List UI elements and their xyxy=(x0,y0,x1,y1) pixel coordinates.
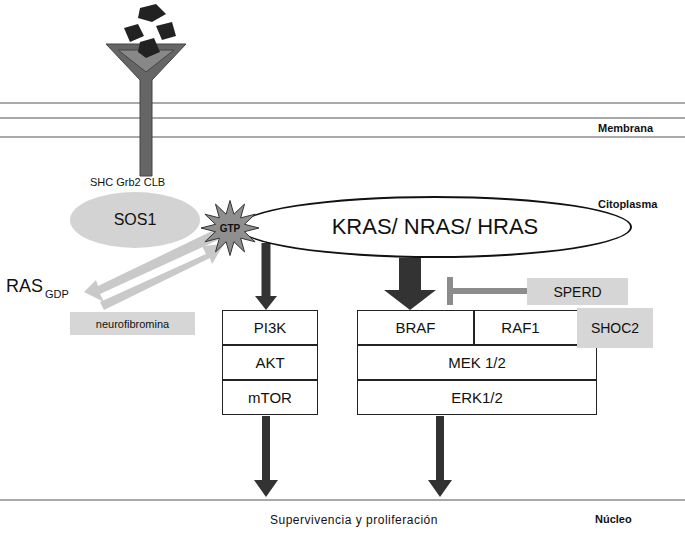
region-label: Membrana xyxy=(598,122,653,134)
node-text: SHOC2 xyxy=(591,320,639,336)
node-text: ERK1/2 xyxy=(451,389,503,406)
neurofibromina-box: neurofibromina xyxy=(70,312,195,335)
receptor xyxy=(106,44,186,176)
adaptor-label: SHC Grb2 CLB xyxy=(90,176,165,188)
node-text: PI3K xyxy=(254,319,287,336)
ras-ellipse: KRAS/ NRAS/ HRAS xyxy=(238,196,632,258)
node-text: mTOR xyxy=(248,389,292,406)
node-text: GTP xyxy=(220,223,241,234)
outcome-label: Supervivencia y proliferación xyxy=(270,513,438,527)
shoc2-box: SHOC2 xyxy=(577,308,653,348)
node-text: AKT xyxy=(255,354,284,371)
nucleus-arrows xyxy=(254,416,452,497)
gdp-subscript: GDP xyxy=(45,288,69,300)
activation-arrow xyxy=(255,243,277,310)
mek-box: MEK 1/2 xyxy=(357,345,597,380)
node-text: SOS1 xyxy=(114,211,157,229)
sos1-ellipse: SOS1 xyxy=(70,192,200,248)
activation-arrow xyxy=(384,258,436,310)
mtor-box: mTOR xyxy=(222,380,318,415)
ras-label: RAS xyxy=(6,276,43,297)
sperd-box: SPERD xyxy=(527,278,628,305)
membrane-lines xyxy=(0,103,685,137)
node-text: KRAS/ NRAS/ HRAS xyxy=(332,214,539,240)
braf-box: BRAF xyxy=(357,310,474,345)
ligands xyxy=(124,4,176,58)
nucleus-line xyxy=(0,499,685,500)
pi3k-box: PI3K xyxy=(222,310,318,345)
node-text: MEK 1/2 xyxy=(448,354,506,371)
sperd-inhibition xyxy=(450,277,527,305)
akt-box: AKT xyxy=(222,345,318,380)
gtp-starburst: GTP xyxy=(200,200,260,256)
node-text: neurofibromina xyxy=(96,318,169,330)
node-text: SPERD xyxy=(553,284,601,300)
region-label: Núcleo xyxy=(595,513,632,525)
region-label: Citoplasma xyxy=(598,198,657,210)
node-text: RAF1 xyxy=(501,319,539,336)
node-text: BRAF xyxy=(395,319,435,336)
erk-box: ERK1/2 xyxy=(357,380,597,415)
